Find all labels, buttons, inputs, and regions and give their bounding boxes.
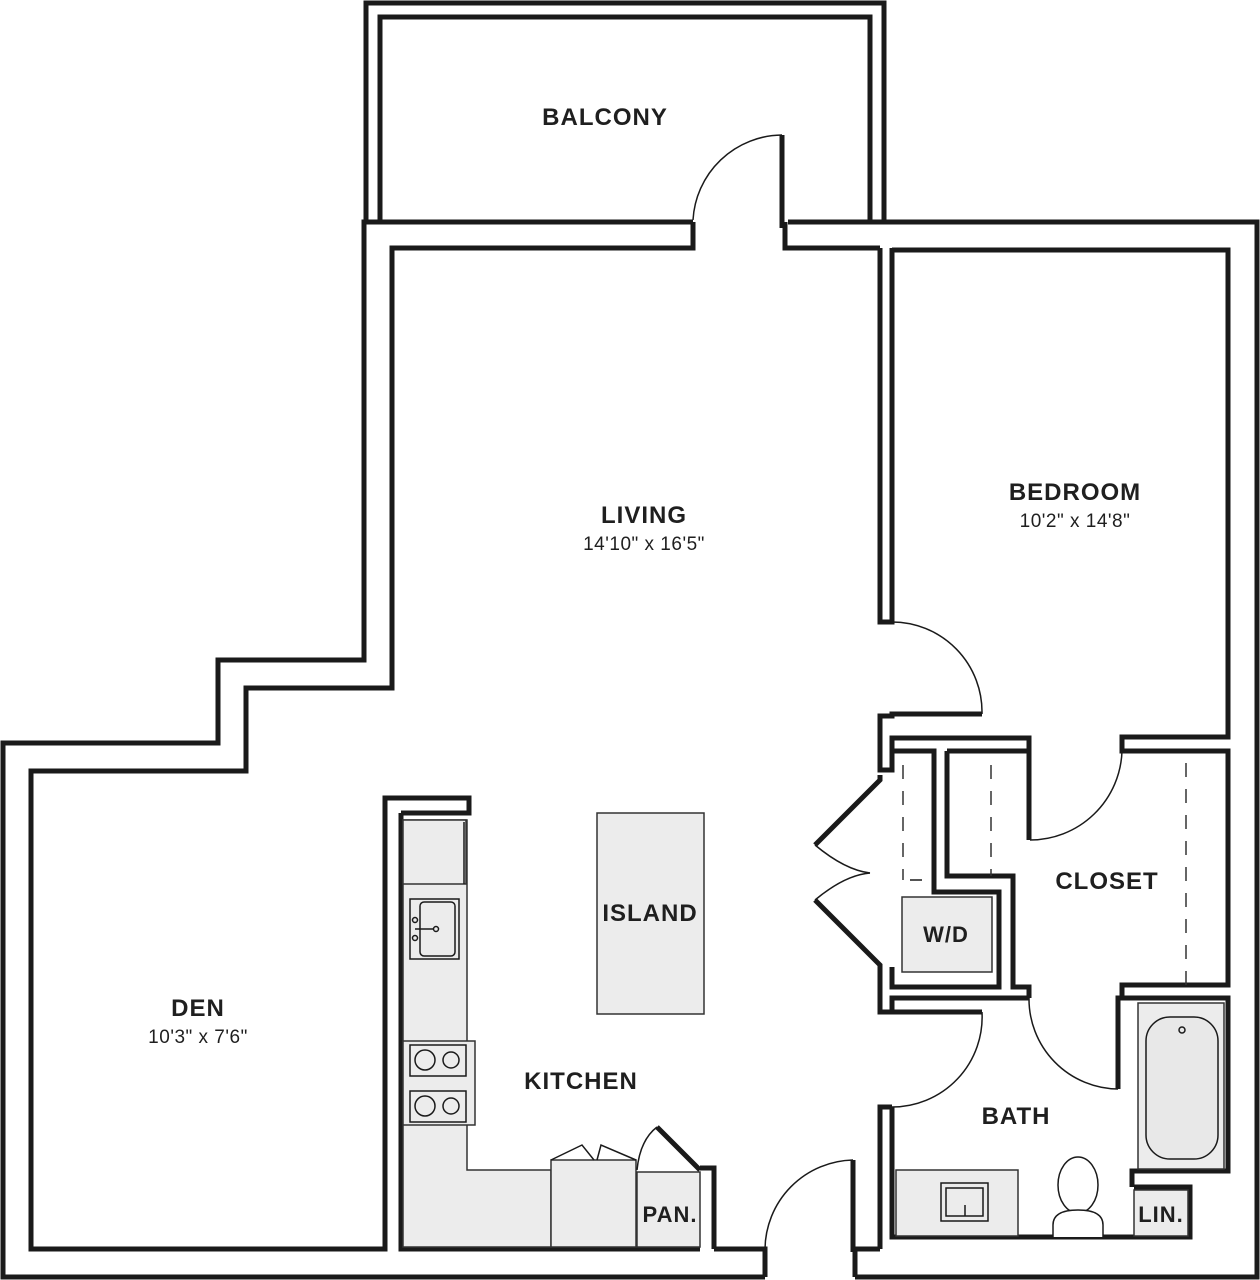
room-name: ISLAND xyxy=(602,900,698,927)
room-dimensions: 14'10" x 16'5" xyxy=(583,534,705,555)
room-name: LIVING xyxy=(600,502,687,529)
refrigerator xyxy=(402,819,467,885)
bath-walls xyxy=(877,970,1231,1249)
room-label-closet: CLOSET xyxy=(1055,868,1158,896)
fixture-label-washer-dryer: W/D xyxy=(923,922,969,948)
room-label-pantry: PAN. xyxy=(643,1202,698,1228)
closet-walls xyxy=(889,748,1231,998)
kitchen-fixtures xyxy=(402,812,705,1248)
pantry-box xyxy=(636,1171,701,1248)
exterior-walls xyxy=(0,219,1260,1280)
wd-bifold-doors xyxy=(813,775,993,973)
room-dimensions: 10'2" x 14'8" xyxy=(1019,511,1131,532)
fixture-label-island: ISLAND xyxy=(602,900,697,928)
room-name: BATH xyxy=(981,1103,1051,1130)
cooktop xyxy=(402,1040,476,1126)
dishwasher xyxy=(550,1159,637,1248)
room-dimensions: 10'3" x 7'6" xyxy=(148,1027,248,1048)
room-label-kitchen: KITCHEN xyxy=(524,1068,638,1096)
room-name: BEDROOM xyxy=(1008,479,1142,506)
room-name: BALCONY xyxy=(542,104,668,131)
room-name: KITCHEN xyxy=(524,1068,638,1095)
room-name: CLOSET xyxy=(1055,868,1159,895)
room-name: DEN xyxy=(171,995,225,1022)
room-label-bath: BATH xyxy=(982,1103,1051,1131)
room-name: PAN. xyxy=(642,1202,698,1227)
washer-dryer-unit xyxy=(901,896,993,973)
room-label-linen: LIN. xyxy=(1138,1202,1184,1228)
room-label-den: DEN 10'3" x 7'6" xyxy=(148,995,248,1049)
island-counter xyxy=(596,812,705,1015)
room-label-living: LIVING 14'10" x 16'5" xyxy=(583,502,705,556)
balcony-door xyxy=(692,134,785,228)
room-label-balcony: BALCONY xyxy=(542,104,668,132)
room-label-bedroom: BEDROOM 10'2" x 14'8" xyxy=(1009,479,1141,533)
room-name: W/D xyxy=(923,922,969,947)
room-name: LIN. xyxy=(1138,1202,1184,1227)
entry-door xyxy=(764,1159,856,1252)
balcony-walls xyxy=(363,0,887,220)
